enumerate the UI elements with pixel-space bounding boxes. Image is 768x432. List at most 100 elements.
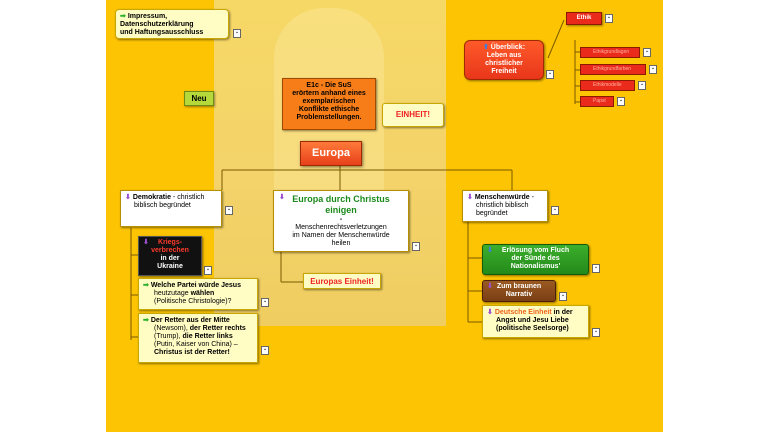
note-icon[interactable]: ▪ [261, 346, 269, 355]
durch-christus-line6: heilen [331, 240, 351, 247]
down-arrow-icon: ⬇ [487, 309, 493, 316]
braun-line1: Zum braunen [496, 283, 542, 290]
ethik-label: Ethik [576, 15, 592, 21]
einheit-label: EINHEIT! [395, 110, 431, 119]
ethik-sub-label: Ethikgrundlagen [593, 49, 630, 55]
down-arrow-icon: ⬇ [487, 283, 493, 290]
ukraine-node[interactable]: ⬇ Kriegs- verbrechen in der Ukraine [138, 236, 202, 276]
deutsche-einheit-line2: Angst und Jesu Liebe [496, 317, 569, 324]
ethik-sub-node[interactable]: Ethikgrundfarben [580, 64, 646, 75]
up-arrow-icon: ⬆ [482, 44, 489, 51]
partei-line2: heutzutage [154, 290, 191, 297]
retter-rechts: der Retter rechts [189, 325, 246, 332]
e1c-node[interactable]: E1c - Die SuS erörtern anhand eines exem… [282, 78, 376, 130]
europa-central-node[interactable]: Europa [300, 141, 362, 166]
retter-christus: Christus ist der Retter! [154, 349, 230, 356]
ethik-sub-node[interactable]: Ethikgrundlagen [580, 47, 640, 58]
partei-waehlen: wählen [190, 290, 215, 297]
mind-map-canvas: ➡ Impressum, Datenschutzerklärung und Ha… [106, 0, 663, 432]
menschenwuerde-node[interactable]: ⬇ Menschenwürde - christlich biblisch be… [462, 190, 548, 222]
impressum-line2: Datenschutzerklärung [120, 21, 194, 28]
demokratie-node[interactable]: ⬇ Demokratie - christlich biblisch begrü… [120, 190, 222, 227]
ethik-node[interactable]: Ethik [566, 12, 602, 25]
deutsche-einheit-line3: (politische Seelsorge) [496, 325, 569, 332]
e1c-line2: erörtern anhand eines [292, 90, 366, 97]
retter-line3a: (Trump), [154, 333, 183, 340]
impressum-line1: Impressum, [127, 13, 168, 20]
durch-christus-line5: im Namen der Menschenwürde [292, 232, 390, 239]
ethik-sub-label: Ethikgrundfarben [593, 66, 632, 72]
e1c-line5: Problemstellungen. [296, 114, 362, 121]
ukraine-line1: Kriegs- [157, 239, 183, 246]
deutsche-einheit-node[interactable]: ⬇ Deutsche Einheit in der Angst und Jesu… [482, 305, 589, 338]
note-icon[interactable]: ▪ [617, 97, 625, 106]
ukraine-line3: in der [160, 255, 180, 262]
ethik-sub-label: Papst [593, 98, 606, 104]
note-icon[interactable]: ▪ [559, 292, 567, 301]
note-icon[interactable]: ▪ [638, 81, 646, 90]
erloesung-line3: Nationalismus' [510, 263, 561, 270]
durch-christus-node[interactable]: ⬇ Europa durch Christus einigen - Mensch… [273, 190, 409, 252]
menschenwuerde-rest: - [529, 194, 534, 201]
e1c-line3: exemplarischen [302, 98, 356, 105]
right-arrow-icon: ➡ [143, 317, 149, 324]
deutsche-einheit-title: Deutsche Einheit [494, 309, 552, 316]
note-icon[interactable]: ▪ [546, 70, 554, 79]
europas-einheit-node[interactable]: Europas Einheit! [303, 273, 381, 289]
retter-line4: (Putin, Kaiser von China) – [154, 341, 238, 348]
ethik-sub-node[interactable]: Ethikmodelle [580, 80, 635, 91]
erloesung-line1: Erlösung vom Fluch [501, 247, 570, 254]
impressum-node[interactable]: ➡ Impressum, Datenschutzerklärung und Ha… [115, 9, 229, 39]
erloesung-node[interactable]: ⬇ Erlösung vom Fluch der Sünde des Natio… [482, 244, 589, 275]
ethik-sub-node[interactable]: Papst [580, 96, 614, 107]
durch-christus-title2: einigen [325, 205, 357, 215]
europa-label: Europa [312, 147, 350, 159]
durch-christus-line4: Menschenrechtsverletzungen [295, 224, 387, 231]
ueberblick-line1: Überblick: [490, 44, 526, 51]
braun-node[interactable]: ⬇ Zum braunen Narrativ [482, 280, 556, 302]
right-arrow-icon: ➡ [143, 282, 149, 289]
note-icon[interactable]: ▪ [605, 14, 613, 23]
partei-line3: (Politische Christologie)? [154, 298, 232, 305]
menschenwuerde-line2: christlich biblisch [476, 202, 529, 209]
note-icon[interactable]: ▪ [233, 29, 241, 38]
note-icon[interactable]: ▪ [412, 242, 420, 251]
durch-christus-title1: Europa durch Christus [292, 194, 390, 204]
connector-lines [130, 19, 580, 340]
note-icon[interactable]: ▪ [225, 206, 233, 215]
menschenwuerde-title: Menschenwürde [474, 194, 530, 201]
note-icon[interactable]: ▪ [592, 264, 600, 273]
demokratie-title: Demokratie [132, 194, 171, 201]
note-icon[interactable]: ▪ [592, 328, 600, 337]
menschenwuerde-line3: begründet [476, 210, 508, 217]
e1c-line4: Konflikte ethische [298, 106, 360, 113]
down-arrow-icon: ⬇ [143, 239, 149, 246]
partei-node[interactable]: ➡ Welche Partei würde Jesus heutzutage w… [138, 278, 258, 310]
ukraine-line4: Ukraine [157, 263, 183, 270]
ueberblick-line4: Freiheit [491, 68, 517, 75]
e1c-line1: E1c - Die SuS [306, 82, 352, 89]
ueberblick-line2: Leben aus [486, 52, 522, 59]
retter-line2a: (Newsom), [154, 325, 190, 332]
braun-line2: Narrativ [505, 291, 533, 298]
deutsche-einheit-rest: in der [551, 309, 573, 316]
note-icon[interactable]: ▪ [643, 48, 651, 57]
neu-label: Neu [191, 94, 207, 103]
neu-node[interactable]: Neu [184, 91, 214, 106]
note-icon[interactable]: ▪ [261, 298, 269, 307]
europas-einheit-label: Europas Einheit! [310, 277, 374, 286]
note-icon[interactable]: ▪ [204, 266, 212, 275]
ueberblick-node[interactable]: ⬆ Überblick: Leben aus christlicher Frei… [464, 40, 544, 80]
retter-node[interactable]: ➡ Der Retter aus der Mitte (Newsom), der… [138, 313, 258, 363]
ethik-sub-label: Ethikmodelle [593, 82, 622, 88]
right-arrow-icon: ➡ [120, 13, 126, 20]
demokratie-rest: - christlich [170, 194, 205, 201]
ukraine-line2: verbrechen [151, 247, 189, 254]
durch-christus-dash: - [339, 216, 343, 223]
down-arrow-icon: ⬇ [487, 247, 493, 254]
einheit-node[interactable]: EINHEIT! [382, 103, 444, 127]
note-icon[interactable]: ▪ [551, 206, 559, 215]
down-arrow-icon: ⬇ [125, 194, 131, 201]
impressum-line3: und Haftungsausschluss [120, 29, 204, 36]
note-icon[interactable]: ▪ [649, 65, 657, 74]
